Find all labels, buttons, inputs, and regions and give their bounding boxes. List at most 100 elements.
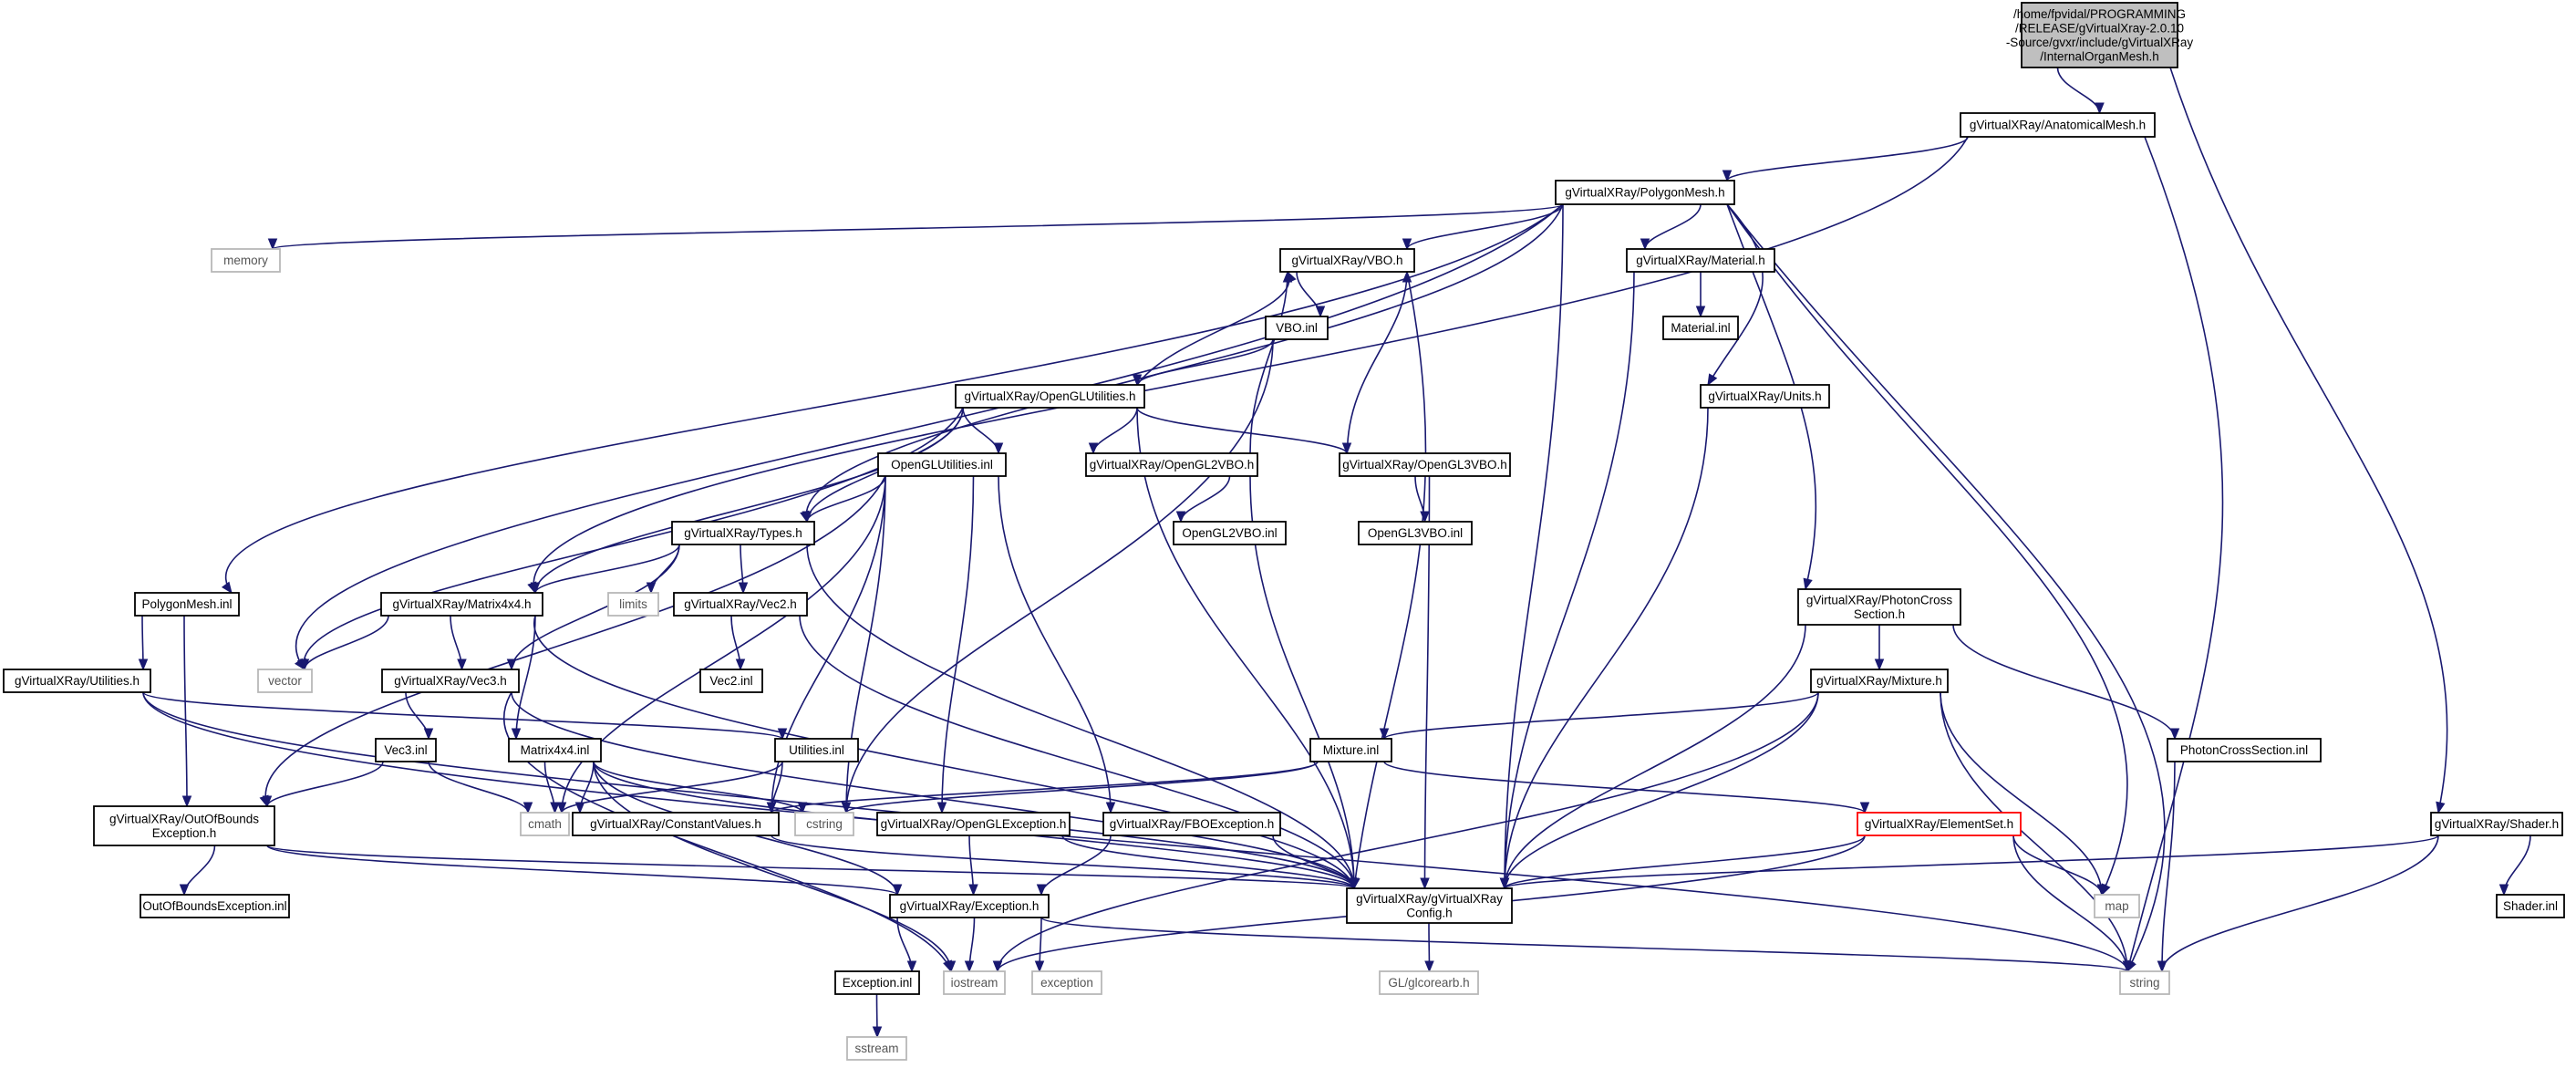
graph-nodes: /home/fpvidal/PROGRAMMING/RELEASE/gVirtu… bbox=[3, 2, 2565, 1061]
node-label: gVirtualXRay/PhotonCross bbox=[1806, 593, 1953, 607]
node-box bbox=[943, 970, 1006, 995]
edge-arrowhead bbox=[2436, 801, 2446, 814]
node-matrixinl[interactable]: Matrix4x4.inl bbox=[508, 738, 602, 762]
node-box bbox=[508, 738, 602, 762]
edge-polygon-to-string bbox=[1726, 203, 2166, 972]
node-utilh[interactable]: gVirtualXRay/Utilities.h bbox=[3, 669, 151, 693]
node-ogl2vboh[interactable]: gVirtualXRay/OpenGL2VBO.h bbox=[1085, 452, 1258, 477]
node-iostream[interactable]: iostream bbox=[943, 970, 1006, 995]
node-label: Exception.h bbox=[152, 826, 217, 840]
node-utilinl[interactable]: Utilities.inl bbox=[774, 738, 859, 762]
node-mixtureh[interactable]: gVirtualXRay/Mixture.h bbox=[1810, 669, 1949, 693]
edge-matrixh-to-configh bbox=[533, 615, 1355, 889]
node-polygoninl[interactable]: PolygonMesh.inl bbox=[134, 592, 240, 617]
node-box bbox=[794, 812, 854, 836]
edge-utilinl-to-cmath bbox=[561, 761, 783, 814]
node-vec2h[interactable]: gVirtualXRay/Vec2.h bbox=[673, 592, 808, 617]
node-box bbox=[520, 812, 570, 836]
edge-elemseth-to-string bbox=[2012, 835, 2128, 972]
node-oglutilh[interactable]: gVirtualXRay/OpenGLUtilities.h bbox=[955, 384, 1145, 409]
edge-vboinl-to-cstring bbox=[845, 338, 1274, 814]
node-box bbox=[2430, 812, 2563, 836]
node-label: string bbox=[2129, 976, 2159, 990]
node-shaderinl[interactable]: Shader.inl bbox=[2496, 894, 2565, 918]
node-exception[interactable]: exception bbox=[1031, 970, 1102, 995]
edge-arrowhead bbox=[574, 802, 585, 814]
node-cstring[interactable]: cstring bbox=[794, 812, 854, 836]
node-label: gVirtualXRay/ElementSet.h bbox=[1865, 817, 2013, 831]
node-ogl2vboinl[interactable]: OpenGL2VBO.inl bbox=[1173, 521, 1287, 545]
node-vec3h[interactable]: gVirtualXRay/Vec3.h bbox=[381, 669, 520, 693]
node-cmath[interactable]: cmath bbox=[520, 812, 570, 836]
node-elemseth[interactable]: gVirtualXRay/ElementSet.h bbox=[1857, 812, 2022, 836]
node-ooinl[interactable]: OutOfBoundsException.inl bbox=[140, 894, 290, 918]
edge-vboh-to-vboinl bbox=[1296, 271, 1321, 317]
node-box bbox=[774, 738, 859, 762]
node-label: gVirtualXRay/ConstantValues.h bbox=[590, 817, 761, 831]
node-sstream[interactable]: sstream bbox=[846, 1036, 907, 1061]
node-vector[interactable]: vector bbox=[257, 669, 313, 693]
node-unitsh[interactable]: gVirtualXRay/Units.h bbox=[1700, 384, 1830, 409]
edge-arrowhead bbox=[457, 658, 467, 671]
node-root[interactable]: /home/fpvidal/PROGRAMMING/RELEASE/gVirtu… bbox=[2006, 2, 2194, 68]
node-vboh[interactable]: gVirtualXRay/VBO.h bbox=[1279, 248, 1415, 273]
edge-polygon-to-unitsh bbox=[1707, 203, 1764, 386]
node-materialinl[interactable]: Material.inl bbox=[1662, 316, 1739, 340]
edge-arrowhead bbox=[735, 658, 746, 671]
node-materialh[interactable]: gVirtualXRay/Material.h bbox=[1626, 248, 1775, 273]
node-box bbox=[1379, 970, 1479, 995]
node-box bbox=[673, 592, 808, 617]
node-box bbox=[1173, 521, 1287, 545]
node-memory[interactable]: memory bbox=[211, 248, 281, 273]
node-matrixh[interactable]: gVirtualXRay/Matrix4x4.h bbox=[380, 592, 543, 617]
node-label: gVirtualXRay/VBO.h bbox=[1291, 254, 1402, 267]
node-typesh[interactable]: gVirtualXRay/Types.h bbox=[671, 521, 815, 545]
node-exceptionh[interactable]: gVirtualXRay/Exception.h bbox=[889, 894, 1050, 918]
node-box bbox=[2021, 2, 2178, 68]
node-oglexh[interactable]: gVirtualXRay/OpenGLException.h bbox=[876, 812, 1071, 836]
node-map[interactable]: map bbox=[2094, 894, 2140, 918]
node-glcorearb[interactable]: GL/glcorearb.h bbox=[1379, 970, 1479, 995]
node-polygon[interactable]: gVirtualXRay/PolygonMesh.h bbox=[1555, 180, 1735, 205]
node-label: PhotonCrossSection.inl bbox=[2180, 743, 2308, 757]
node-anatomical[interactable]: gVirtualXRay/AnatomicalMesh.h bbox=[1960, 112, 2156, 138]
node-shaderh[interactable]: gVirtualXRay/Shader.h bbox=[2430, 812, 2563, 836]
node-photoninl[interactable]: PhotonCrossSection.inl bbox=[2167, 738, 2322, 762]
edge-oobh-to-exceptionh bbox=[266, 845, 898, 896]
node-vec2inl[interactable]: Vec2.inl bbox=[699, 669, 763, 693]
edge-arrowhead bbox=[1874, 658, 1885, 671]
edge-arrowhead bbox=[802, 511, 812, 524]
node-oobh[interactable]: gVirtualXRay/OutOfBoundsException.h bbox=[93, 805, 275, 846]
node-oglutilinl[interactable]: OpenGLUtilities.inl bbox=[877, 452, 1007, 477]
edge-mixtureh-to-map bbox=[1940, 691, 2103, 896]
node-photonh[interactable]: gVirtualXRay/PhotonCrossSection.h bbox=[1797, 588, 1961, 626]
node-ogl3vboh[interactable]: gVirtualXRay/OpenGL3VBO.h bbox=[1339, 452, 1511, 477]
node-box bbox=[1102, 812, 1281, 836]
node-label: gVirtualXRay/Types.h bbox=[684, 526, 802, 540]
edge-photonh-to-photoninl bbox=[1952, 624, 2176, 740]
edge-arrowhead bbox=[138, 658, 149, 671]
node-label: gVirtualXRay/PolygonMesh.h bbox=[1565, 186, 1724, 200]
edge-arrowhead bbox=[1315, 306, 1326, 318]
edge-oglutilinl-to-oglexh bbox=[941, 475, 975, 814]
node-box bbox=[375, 738, 437, 762]
edge-root-to-anatomical bbox=[2056, 67, 2101, 114]
node-box bbox=[93, 805, 275, 846]
node-vec3inl[interactable]: Vec3.inl bbox=[375, 738, 437, 762]
node-consth[interactable]: gVirtualXRay/ConstantValues.h bbox=[572, 812, 780, 836]
node-label: Mixture.inl bbox=[1323, 743, 1380, 757]
node-string[interactable]: string bbox=[2119, 970, 2170, 995]
edge-arrowhead bbox=[872, 1026, 883, 1039]
edge-matrixh-to-matrixinl bbox=[515, 615, 536, 740]
node-exceptioninl[interactable]: Exception.inl bbox=[834, 970, 920, 995]
node-vboinl[interactable]: VBO.inl bbox=[1265, 316, 1329, 340]
node-limits[interactable]: limits bbox=[607, 592, 659, 617]
edge-arrowhead bbox=[1088, 442, 1099, 455]
node-box bbox=[1309, 738, 1392, 762]
node-mixtureinl[interactable]: Mixture.inl bbox=[1309, 738, 1392, 762]
edge-polygon-to-memory bbox=[272, 203, 1564, 250]
node-fboexh[interactable]: gVirtualXRay/FBOException.h bbox=[1102, 812, 1281, 836]
node-ogl3vboinl[interactable]: OpenGL3VBO.inl bbox=[1358, 521, 1473, 545]
node-box bbox=[1700, 384, 1830, 409]
